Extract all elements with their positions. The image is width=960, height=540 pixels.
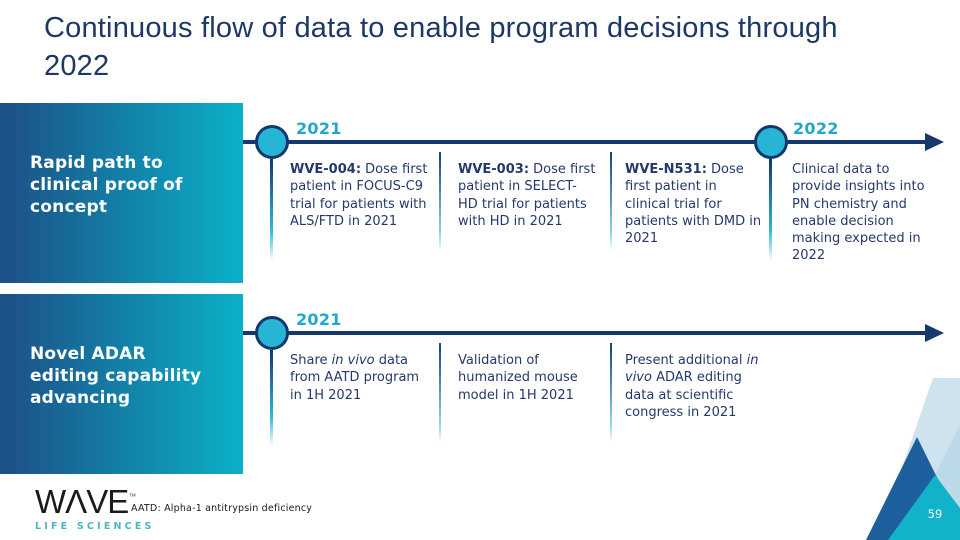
timeline-1-item-clinical-data: Clinical data to provide insights into P… <box>792 162 925 264</box>
timeline-1-line <box>243 140 930 144</box>
row-2-category-box: Novel ADAR editing capability advancing <box>0 294 243 474</box>
timeline-2-item-aatd-data: Share in vivo data from AATD program in … <box>290 353 420 403</box>
timeline-1-marker-2021-dot <box>255 125 289 159</box>
timeline-1-marker-2021-stem <box>270 159 273 261</box>
wave-wordmark: WΛVE™ <box>35 483 137 520</box>
timeline-1-marker-2022-dot <box>754 125 788 159</box>
timeline-1-item-wve-004: WVE-004: Dose first patient in FOCUS-C9 … <box>290 162 428 229</box>
timeline-1-item-wve-n531: WVE-N531: Dose first patient in clinical… <box>625 162 762 247</box>
timeline-1-divider-1 <box>439 152 441 252</box>
timeline-1-item-wve-003: WVE-003: Dose first patient in SELECT-HD… <box>458 162 596 229</box>
timeline-2-item-mouse-model: Validation of humanized mouse model in 1… <box>458 353 578 403</box>
timeline-2-year-2021: 2021 <box>296 310 342 329</box>
timeline-2-divider-1 <box>439 343 441 443</box>
row-1-category-box: Rapid path to clinical proof of concept <box>0 103 243 283</box>
corner-decoration-triangles <box>866 378 960 540</box>
row-2-category-label: Novel ADAR editing capability advancing <box>30 344 202 408</box>
wave-life-sciences-logo: WΛVE™ LIFE SCIENCES <box>35 485 155 532</box>
page-number: 59 <box>927 507 943 521</box>
timeline-1-year-2022: 2022 <box>793 119 839 138</box>
timeline-1-divider-2 <box>610 152 612 252</box>
timeline-1-marker-2022-stem <box>769 159 772 261</box>
timeline-1-arrowhead-icon <box>925 133 944 151</box>
timeline-2-arrowhead-icon <box>925 324 944 342</box>
row-1-category-label: Rapid path to clinical proof of concept <box>30 153 183 217</box>
timeline-2-line <box>243 331 930 335</box>
timeline-2-item-adar-congress: Present additional in vivo ADAR editing … <box>625 353 759 420</box>
timeline-2-marker-2021-stem <box>270 350 273 446</box>
timeline-2-divider-2 <box>610 343 612 443</box>
footnote-aatd: AATD: Alpha-1 antitrypsin deficiency <box>131 503 313 514</box>
page-title: Continuous flow of data to enable progra… <box>44 12 838 82</box>
timeline-2-marker-2021-dot <box>255 316 289 350</box>
trademark-symbol: ™ <box>128 492 137 501</box>
timeline-1-year-2021: 2021 <box>296 119 342 138</box>
wave-tagline: LIFE SCIENCES <box>35 521 155 532</box>
